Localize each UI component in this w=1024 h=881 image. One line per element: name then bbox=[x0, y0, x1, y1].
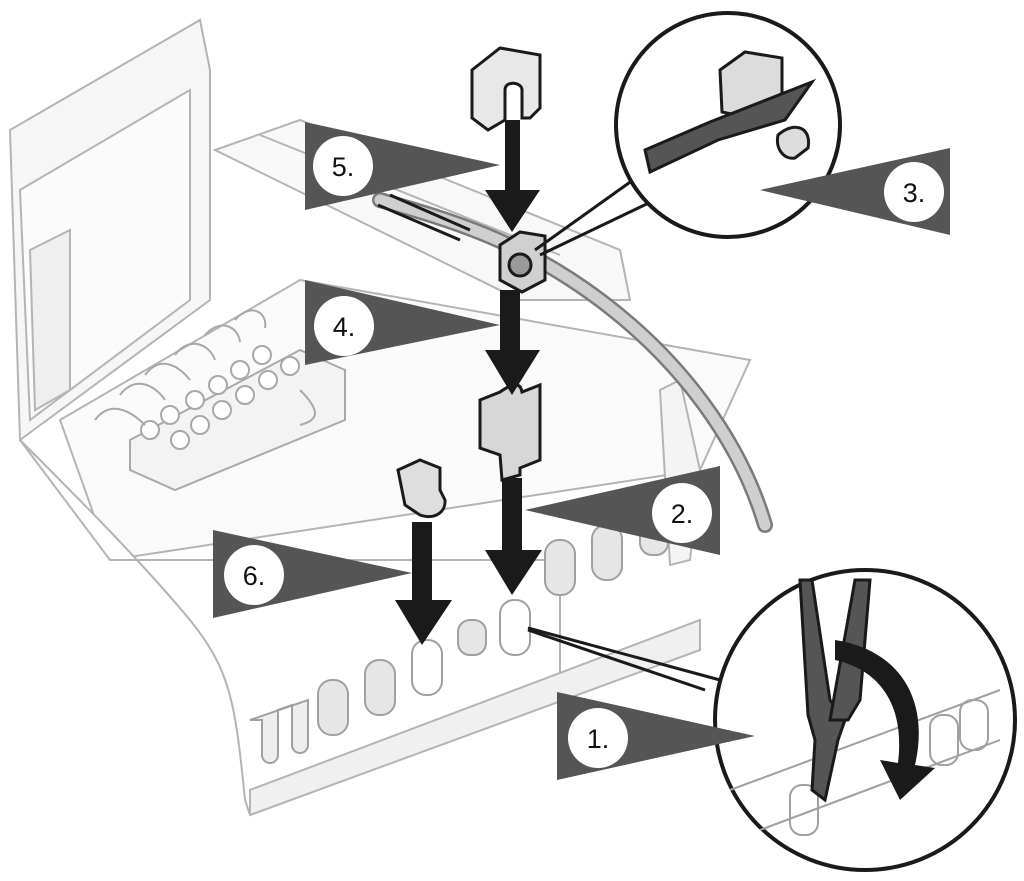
grommet bbox=[396, 458, 447, 518]
terminal-block bbox=[94, 309, 346, 492]
step-badge bbox=[652, 483, 712, 543]
arrow-step-6 bbox=[395, 522, 452, 645]
strain-relief-cap-top bbox=[470, 46, 542, 132]
step-pointer-5: 5. bbox=[305, 122, 500, 210]
step-badge bbox=[313, 136, 373, 196]
step-number-label: 6. bbox=[243, 561, 266, 591]
pliers-icon bbox=[798, 578, 847, 803]
callout-lines bbox=[527, 173, 721, 692]
step-pointer-3: 3. bbox=[760, 148, 950, 235]
cable-clamp bbox=[498, 230, 547, 294]
step-number-label: 2. bbox=[671, 499, 694, 529]
rotate-arrow-icon bbox=[835, 640, 935, 800]
step-number-label: 4. bbox=[333, 312, 356, 342]
step-number-label: 3. bbox=[903, 178, 926, 208]
step-pointer-2: 2. bbox=[525, 466, 720, 555]
step-badge bbox=[884, 162, 944, 222]
step-number-label: 5. bbox=[332, 152, 355, 182]
step-number-label: 1. bbox=[587, 724, 610, 754]
step-pointer-6: 6. bbox=[213, 530, 412, 618]
cable bbox=[372, 192, 773, 533]
step-pointer-1: 1. bbox=[557, 692, 755, 780]
step-pointers: 1. 2. 3. 4. 5. 6. bbox=[213, 122, 950, 780]
step-pointer-4: 4. bbox=[305, 280, 500, 365]
detail-circle-knife bbox=[614, 11, 842, 239]
step-badge bbox=[314, 296, 374, 356]
knife-icon bbox=[643, 78, 817, 175]
step-badge bbox=[224, 545, 284, 605]
arrow-step-2 bbox=[485, 478, 542, 595]
arrows bbox=[395, 120, 542, 645]
cable-slot-row bbox=[249, 509, 669, 764]
arrow-step-4 bbox=[485, 290, 540, 395]
step-badge bbox=[568, 708, 628, 768]
arrow-step-5 bbox=[485, 120, 540, 232]
detail-circle-pliers bbox=[713, 568, 1017, 872]
